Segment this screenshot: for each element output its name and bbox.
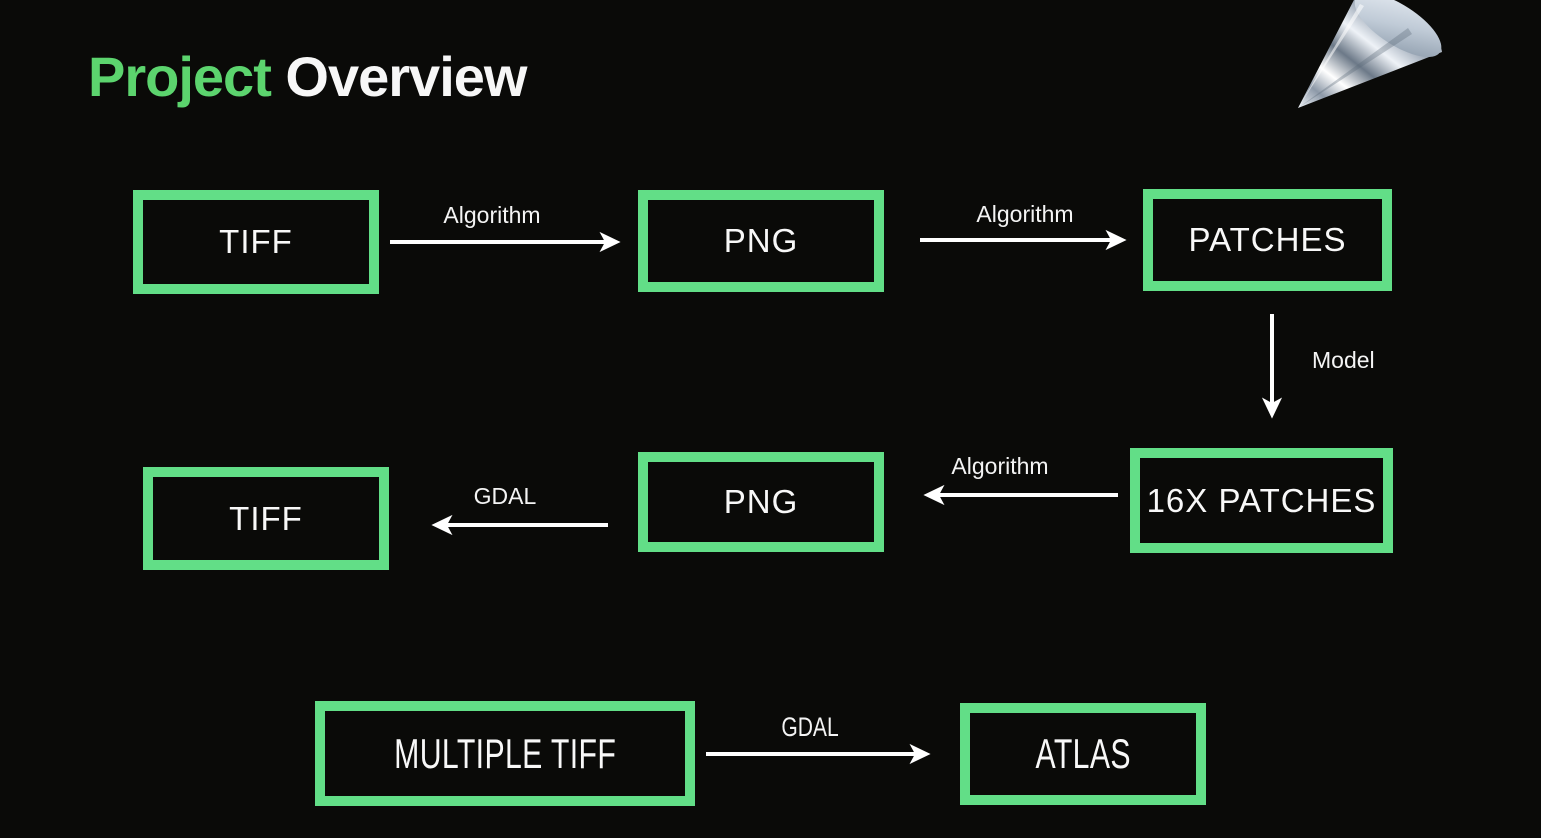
node-png-1: PNG	[638, 190, 884, 292]
node-tiff-2: TIFF	[143, 467, 389, 570]
cone-3d-icon	[1298, 0, 1442, 108]
node-patches-label: PATCHES	[1153, 199, 1382, 281]
node-atlas-label: ATLAS	[1035, 730, 1131, 777]
node-patches: PATCHES	[1143, 189, 1392, 291]
node-tiff-2-label: TIFF	[153, 477, 379, 560]
node-16x-patches-label: 16X PATCHES	[1140, 458, 1383, 543]
node-multiple-tiff: MULTIPLE TIFF	[315, 701, 695, 806]
edge-label-gdal-1: GDAL	[473, 483, 537, 509]
node-multiple-tiff-label: MULTIPLE TIFF	[393, 729, 616, 777]
node-png-1-label: PNG	[648, 200, 874, 282]
node-tiff-1: TIFF	[133, 190, 379, 294]
edge-label-algorithm-3: Algorithm	[951, 453, 1049, 479]
node-16x-patches: 16X PATCHES	[1130, 448, 1393, 553]
edge-label-algorithm-2: Algorithm	[976, 201, 1074, 227]
page-title: Project Overview	[88, 44, 527, 109]
edge-label-gdal-2: GDAL	[781, 712, 839, 742]
edge-label-algorithm-1: Algorithm	[443, 202, 541, 228]
node-tiff-1-label: TIFF	[143, 200, 369, 284]
title-rest: Overview	[270, 45, 527, 108]
node-png-2-label: PNG	[648, 462, 874, 542]
node-atlas: ATLAS	[960, 703, 1206, 805]
node-png-2: PNG	[638, 452, 884, 552]
title-highlight: Project	[88, 45, 272, 108]
edge-label-model: Model	[1312, 347, 1375, 373]
